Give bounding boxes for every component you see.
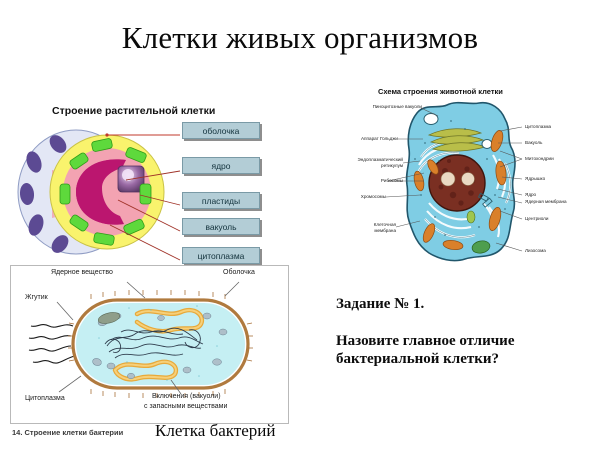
animal-cell-heading: Схема строения животной клетки xyxy=(378,87,503,96)
animal-label-membrane-line1: Клеточная xyxy=(373,222,396,227)
animal-label-chromosomes: Хромосомы xyxy=(360,194,386,199)
bacteria-caption-small: 14. Строение клетки бактерии xyxy=(12,428,124,437)
task-question-line1: Назовите главное отличие xyxy=(336,333,515,349)
animal-label-er-line1: Эндоплазматический xyxy=(357,157,403,162)
animal-label-centrioles: Центриоли xyxy=(525,216,549,221)
bacteria-cell-diagram: Ядерное вещество Оболочка Жгутик Цитопла… xyxy=(10,265,289,424)
animal-label-ribosomes: Рибосомы xyxy=(380,178,403,183)
bacteria-label-flagellum: Жгутик xyxy=(25,294,48,301)
animal-label-nuclear-membrane: Ядерная мембрана xyxy=(525,199,567,204)
page-title: Клетки живых организмов xyxy=(121,20,479,55)
animal-label-er-line2: ретикулум xyxy=(381,163,403,168)
bacteria-label-envelope: Оболочка xyxy=(223,269,255,276)
bacteria-label-inclusions-line1: Включения (вакуоли) xyxy=(152,393,221,400)
plant-label-yadro[interactable]: ядро xyxy=(182,157,260,174)
animal-label-nucleus: Ядро xyxy=(525,192,537,197)
plant-cell-illustration xyxy=(17,129,165,255)
bacteria-label-inclusions-line2: с запасными веществами xyxy=(144,403,228,410)
task-question-line2: бактериальной клетки? xyxy=(336,351,500,367)
plant-label-citoplazma[interactable]: цитоплазма xyxy=(182,247,260,264)
bacteria-cell-illustration xyxy=(28,281,253,398)
plant-label-plastidy[interactable]: пластиды xyxy=(182,192,260,209)
bacteria-label-cytoplasm: Цитоплазма xyxy=(25,395,65,402)
animal-label-vacuole: Вакуоль xyxy=(525,140,543,145)
task-block: Задание № 1. Назовите главное отличие ба… xyxy=(336,296,586,368)
plant-label-vakuol[interactable]: вакуоль xyxy=(182,218,260,235)
bacteria-label-nuclear-material: Ядерное вещество xyxy=(51,269,113,276)
plant-label-obolochka[interactable]: оболочка xyxy=(182,122,260,139)
animal-cell-illustration xyxy=(405,101,516,262)
animal-label-golgi: Аппарат Гольджи xyxy=(360,136,398,141)
animal-cell-diagram: Схема строения животной клетки xyxy=(320,85,600,280)
plant-cell-heading: Строение растительной клетки xyxy=(52,105,216,117)
bacteria-caption-large: Клетка бактерий xyxy=(155,421,276,440)
animal-label-pinocytotic-vacuoles: Пиноцитозные вакуоли xyxy=(372,104,422,109)
animal-label-membrane-line2: мембрана xyxy=(374,228,396,233)
plant-cell-diagram: Строение растительной клетки xyxy=(0,100,305,265)
animal-label-mitochondria: Митохондрии xyxy=(525,156,554,161)
animal-label-nucleolus: Ядрышко xyxy=(525,176,546,181)
animal-label-cytoplasm: Цитоплазма xyxy=(525,124,552,129)
animal-label-lysosome: Лизосома xyxy=(525,248,546,253)
task-heading: Задание № 1. xyxy=(336,296,425,312)
